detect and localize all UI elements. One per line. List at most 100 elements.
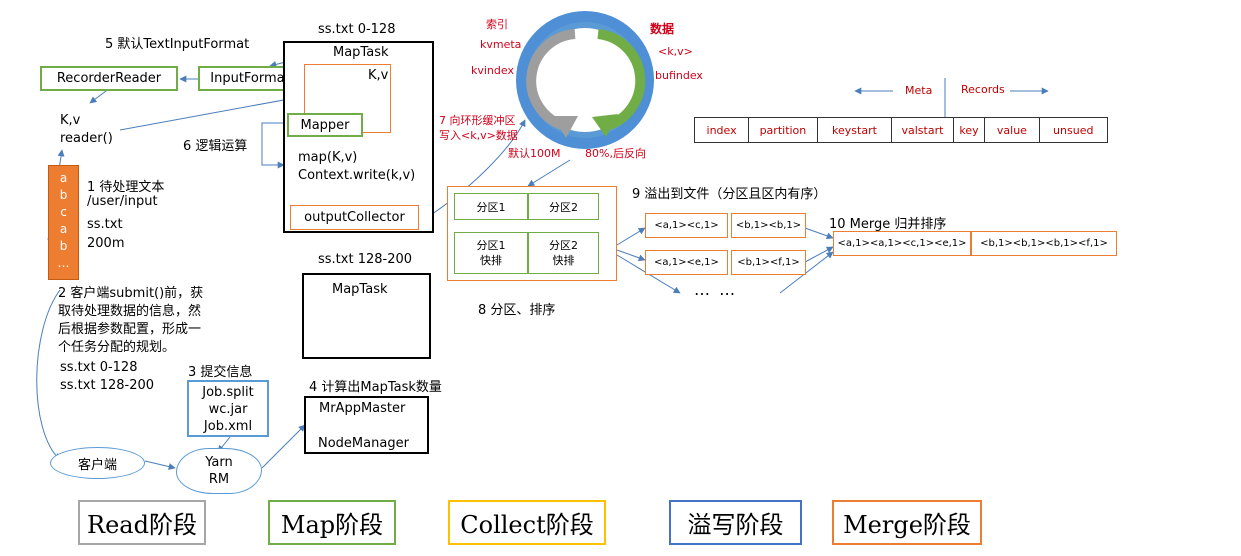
partition2-box: 分区2	[528, 193, 599, 220]
spill-ellipsis: … …	[694, 280, 738, 299]
buffer-cell-keystart: keystart	[818, 118, 893, 142]
step2-line-1: 2 客户端submit()前，获	[58, 286, 204, 301]
meta-label: Meta	[905, 84, 933, 97]
rm-label: RM	[208, 472, 230, 487]
step7-line-2: 写入<k,v>数据	[439, 129, 518, 142]
recorder-reader-label: RecorderReader	[56, 71, 162, 86]
phase-label: Map阶段	[280, 511, 384, 539]
step5-label: 5 默认TextInputFormat	[105, 37, 250, 52]
ring-kvmeta-label: kvmeta	[480, 38, 522, 51]
nodemanager-label: NodeManager	[318, 436, 409, 451]
client-label: 客户端	[77, 457, 117, 473]
ring-buffer-graphic	[516, 11, 654, 149]
phase-label: Collect阶段	[460, 511, 594, 539]
step4-label: 4 计算出MapTask数量	[309, 380, 442, 395]
partition1-sort-name: 分区1	[476, 239, 506, 252]
step2-line-3: 后根据参数配置，形成一	[58, 322, 202, 337]
partition1-box: 分区1	[454, 193, 528, 220]
partition2-sort-method: 快排	[552, 254, 575, 267]
spill2-part2: <b,1><f,1>	[731, 250, 806, 275]
input-file-char: b	[59, 188, 68, 202]
yarn-to-am-arrow	[261, 424, 306, 469]
phase-box-3: Collect阶段	[448, 500, 606, 545]
reader-kv-label: K,v	[60, 113, 81, 128]
maptask1-name: MapTask	[333, 45, 389, 60]
spill2-part2-text: <b,1><f,1>	[737, 257, 800, 268]
input-file-char: c	[60, 205, 67, 219]
ring-index-label: 索引	[486, 18, 508, 31]
ring-data-label: 数据	[650, 22, 675, 36]
buffer-cell-valstart: valstart	[892, 118, 954, 142]
spill1-part1-text: <a,1><c,1>	[654, 220, 719, 231]
spill1-part2: <b,1><b,1>	[731, 213, 806, 238]
ring-kvindex-label: kvindex	[471, 64, 514, 77]
step1-file: ss.txt	[87, 217, 123, 232]
buffer-cell-index: index	[695, 118, 750, 142]
spill1-to-merge-arrow	[804, 227, 834, 240]
buffer-cell-value: value	[985, 118, 1040, 142]
split1-label: ss.txt 0-128	[60, 360, 138, 375]
phase-box-5: Merge阶段	[832, 500, 982, 545]
phase-box-2: Map阶段	[268, 500, 396, 545]
spill1-part1: <a,1><c,1>	[645, 213, 728, 238]
input-file-char: …	[57, 256, 70, 270]
maptask2-box	[302, 273, 431, 359]
output-collector-box: outputCollector	[290, 205, 419, 230]
merge-result-2-text: <b,1><b,1><b,1><f,1>	[980, 238, 1108, 249]
step2-line-2: 取待处理数据的信息，然	[58, 304, 202, 319]
client-to-yarn-arrow	[144, 460, 176, 470]
ring-default-size: 默认100M	[508, 147, 561, 160]
partition1-sort-method: 快排	[480, 254, 502, 267]
step1-size: 200m	[87, 236, 125, 251]
partition2-label: 分区2	[549, 200, 578, 214]
step1-path: /user/input	[87, 194, 158, 209]
appmaster-label: MrAppMaster	[319, 401, 406, 416]
ring-bufindex-label: bufindex	[655, 69, 703, 82]
client-loop-arrow	[36, 289, 61, 461]
input-file-char: a	[59, 222, 68, 236]
buffer-cell-partition: partition	[749, 118, 818, 142]
records-label: Records	[961, 83, 1005, 96]
submit-info-box: Job.split wc.jar Job.xml	[187, 380, 269, 437]
phase-label: Read阶段	[87, 511, 197, 539]
step2-line-4: 个任务分配的规划。	[58, 340, 176, 355]
partition-to-spill1-arrow	[616, 227, 646, 246]
phase-box-1: Read阶段	[78, 500, 206, 545]
maptask1-title: ss.txt 0-128	[318, 22, 396, 37]
step3-label: 3 提交信息	[188, 365, 253, 380]
maptask2-name: MapTask	[332, 282, 388, 297]
mapper-box: Mapper	[287, 113, 363, 137]
maptask1-kv: K,v	[368, 68, 389, 83]
buffer-to-partition-arrow	[527, 159, 571, 187]
ring-kv-label: <k,v>	[658, 45, 693, 58]
output-collector-label: outputCollector	[304, 210, 405, 225]
partition-to-spill2-arrow	[616, 249, 646, 262]
step6-label: 6 逻辑运算	[183, 139, 248, 154]
buffer-cell-key: key	[954, 118, 986, 142]
logic-bracket-arrow	[261, 122, 285, 169]
input-file-char: b	[59, 239, 68, 253]
submit-file-jar: wc.jar	[208, 402, 248, 417]
appmaster-box	[304, 396, 429, 454]
submit-file-split: Job.split	[202, 385, 254, 400]
recorder-reader-box: RecorderReader	[40, 66, 178, 91]
merge-result-2: <b,1><b,1><b,1><f,1>	[971, 231, 1117, 256]
phase-box-4: 溢写阶段	[669, 500, 802, 545]
ring-reverse-label: 80%,后反向	[585, 147, 646, 160]
spill2-to-merge-arrow	[804, 246, 834, 263]
maptask2-title: ss.txt 128-200	[318, 252, 413, 267]
step7-line-1: 7 向环形缓冲区	[439, 114, 516, 127]
mapper-label: Mapper	[300, 117, 350, 133]
step10-label: 10 Merge 归并排序	[829, 217, 947, 232]
spill2-part1-text: <a,1><e,1>	[654, 257, 719, 268]
input-file-char: a	[59, 171, 68, 185]
input-format-label: InputFormat	[210, 71, 290, 86]
step2-text: 2 客户端submit()前，获 取待处理数据的信息，然 后根据参数配置，形成一…	[58, 285, 203, 357]
yarn-label: Yarn	[205, 455, 233, 470]
buffer-cell-unsued: unsued	[1040, 118, 1108, 142]
collector-to-buffer-arrow	[422, 119, 526, 221]
